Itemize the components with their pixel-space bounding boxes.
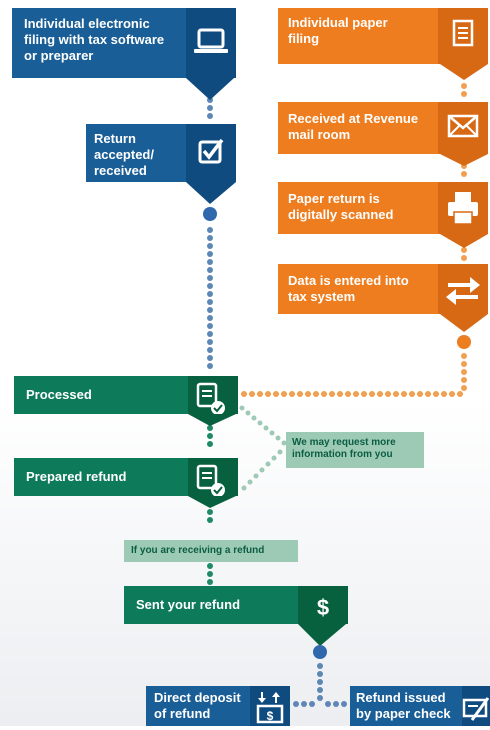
scanned-label: Paper return is digitally scanned [288,191,394,222]
request-info-note: We may request more information from you [286,432,424,468]
checkbox-icon [198,138,224,164]
sent-refund-icon-cell: $ [298,586,348,624]
deposit-arrows-icon: $ [256,692,284,724]
accepted-to-processed-path [207,227,213,369]
receiving-refund-note: If you are receiving a refund [124,540,298,562]
paper-check-label: Refund issued by paper check [356,690,451,721]
mail-room-icon-cell [438,102,488,154]
sent-refund-label: Sent your refund [136,597,241,612]
data-entered-box: Data is entered into tax system [278,264,488,314]
request-info-path [239,405,287,491]
svg-text:$: $ [317,595,329,620]
processed-label: Processed [26,387,92,402]
sent-refund-box: Sent your refund $ [124,586,348,624]
direct-deposit-icon-cell: $ [250,686,290,726]
svg-text:$: $ [267,709,274,723]
data-entered-label: Data is entered into tax system [288,273,409,304]
return-accepted-box: Return accepted/ received [86,124,236,182]
direct-deposit-box: Direct deposit of refund $ [146,686,290,726]
prepared-refund-box: Prepared refund [14,458,238,497]
scanned-icon-cell [438,182,488,234]
process-dotted-path [207,425,213,585]
receiving-refund-text: If you are receiving a refund [131,545,265,556]
electronic-filing-box: Individual electronic filing with tax so… [12,8,236,78]
paper-filing-label: Individual paper filing [288,15,388,46]
paper-filing-box: Individual paper filing [278,8,488,64]
return-accepted-label: Return accepted/ received [94,131,154,178]
prepared-refund-label: Prepared refund [26,469,127,484]
mail-room-label: Received at Revenue mail room [288,111,419,142]
request-info-text: We may request more information from you [292,437,396,460]
data-entered-icon-cell [438,264,488,314]
return-accepted-icon-cell [186,124,236,182]
electronic-filing-icon-cell [186,8,236,78]
outcome-dotted-path [293,663,347,707]
electronic-dotted-path [207,97,213,119]
processed-box: Processed [14,376,238,415]
check-pen-icon [462,697,490,721]
transfer-arrows-icon [446,277,480,305]
direct-deposit-label: Direct deposit of refund [154,690,241,721]
envelope-icon [447,114,479,138]
document-icon [452,19,474,47]
electronic-filing-label: Individual electronic filing with tax so… [24,16,165,63]
paper-to-processed-path [241,391,463,397]
scanned-box: Paper return is digitally scanned [278,182,488,234]
paper-check-icon-cell [462,686,490,726]
processed-icon-cell [188,376,238,415]
checklist-badge-icon [196,382,225,415]
paper-filing-icon-cell [438,8,488,64]
dollar-sign-icon: $ [317,595,329,620]
prepared-refund-icon-cell [188,458,238,497]
laptop-icon [194,28,228,53]
printer-icon [448,192,478,225]
checklist-badge-icon [196,464,225,497]
mail-room-box: Received at Revenue mail room [278,102,488,154]
paper-check-box: Refund issued by paper check [350,686,490,726]
